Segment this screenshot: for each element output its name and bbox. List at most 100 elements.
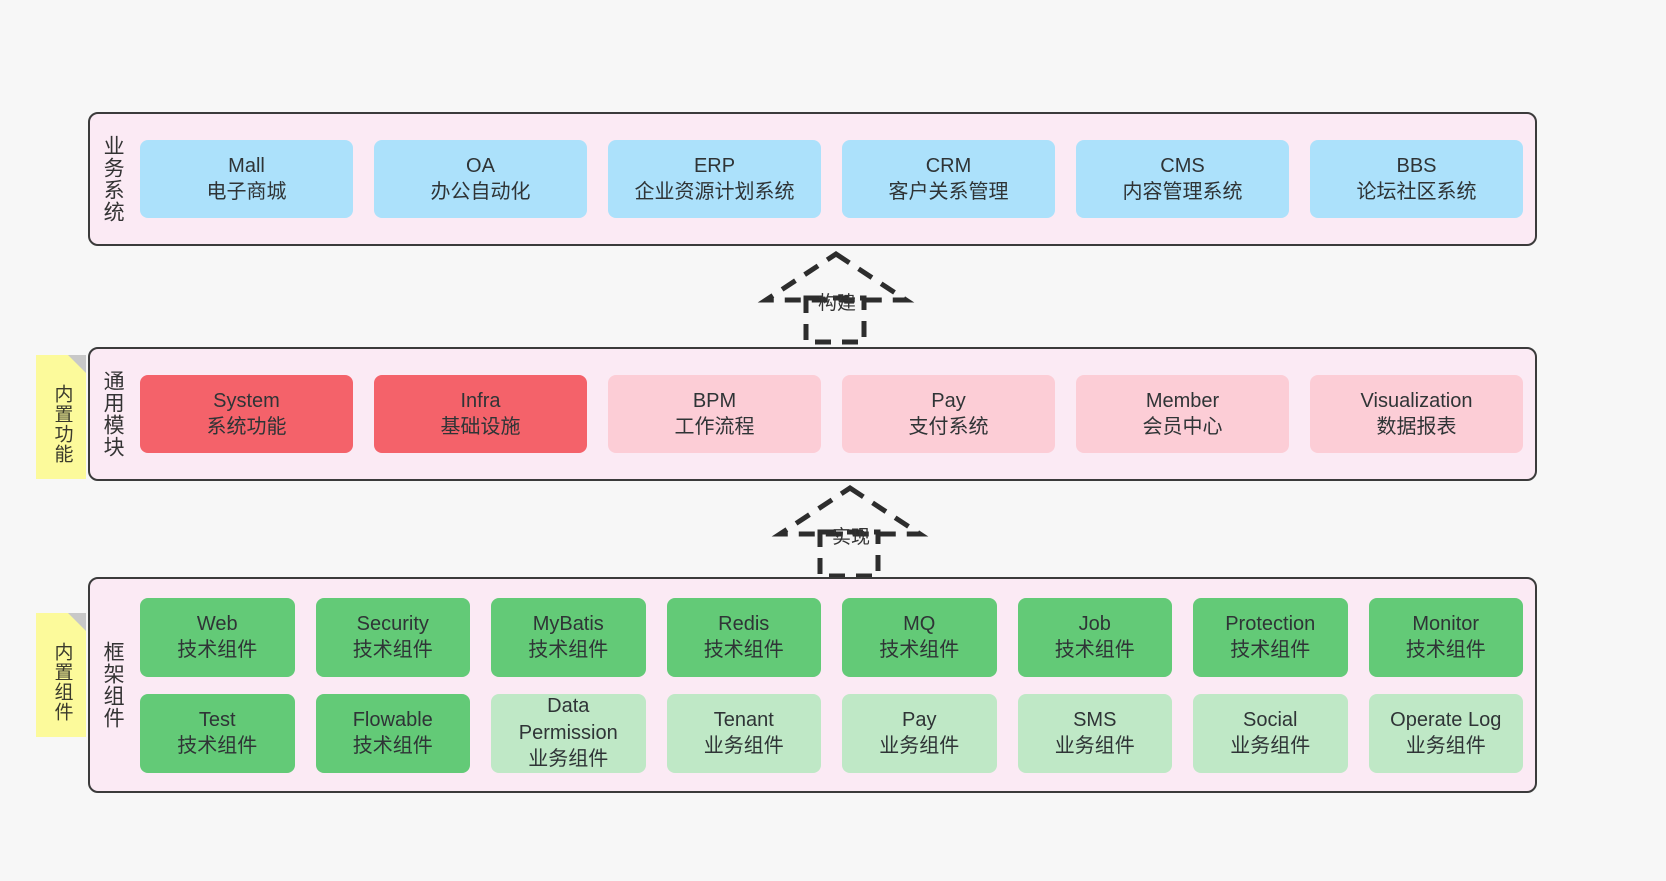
note-label: 内置功能	[51, 384, 73, 464]
card-title: System	[213, 389, 280, 412]
generalization-triangle-icon	[771, 485, 929, 537]
card-subtitle: 业务组件	[528, 748, 609, 771]
layer-common-modules: 通用模块 System 系统功能 Infra 基础设施 BPM 工作流程 Pay…	[88, 347, 1537, 481]
card-subtitle: 技术组件	[177, 735, 258, 757]
card-subtitle: 客户关系管理	[888, 181, 1009, 203]
card-subtitle: 业务组件	[1230, 735, 1311, 757]
card-oa[interactable]: OA 办公自动化	[374, 140, 587, 218]
note-built-in-components: 内置组件	[36, 613, 86, 737]
card-subtitle: 业务组件	[703, 735, 784, 757]
generalization-triangle-icon	[757, 251, 915, 303]
card-mybatis[interactable]: MyBatis 技术组件	[491, 597, 646, 677]
card-subtitle: 技术组件	[352, 639, 433, 661]
connector-stem	[817, 529, 881, 579]
card-title: MQ	[903, 612, 936, 635]
card-visualization[interactable]: Visualization 数据报表	[1310, 375, 1523, 453]
card-cms[interactable]: CMS 内容管理系统	[1076, 140, 1289, 218]
card-title: BBS	[1396, 154, 1437, 177]
card-mall[interactable]: Mall 电子商城	[140, 140, 353, 218]
card-title: Security	[356, 612, 429, 635]
card-operate-log[interactable]: Operate Log 业务组件	[1368, 693, 1523, 773]
card-title: Flowable	[352, 708, 433, 731]
card-subtitle: 内容管理系统	[1122, 181, 1243, 203]
card-title: Mall	[228, 154, 265, 177]
card-subtitle: 技术组件	[352, 735, 433, 757]
card-member[interactable]: Member 会员中心	[1076, 375, 1289, 453]
card-title: Visualization	[1360, 389, 1473, 412]
card-subtitle: 基础设施	[440, 416, 521, 438]
card-title: Social	[1243, 708, 1298, 731]
card-title: Member	[1145, 389, 1220, 412]
card-social[interactable]: Social 业务组件	[1193, 693, 1348, 773]
card-bpm[interactable]: BPM 工作流程	[608, 375, 821, 453]
card-title: OA	[466, 154, 495, 177]
card-row: Web 技术组件 Security 技术组件 MyBatis 技术组件 Redi…	[140, 597, 1523, 677]
card-title: Tenant	[713, 708, 774, 731]
layer-title-framework-components: 框架组件	[101, 641, 125, 729]
card-title: Job	[1078, 612, 1111, 635]
card-redis[interactable]: Redis 技术组件	[666, 597, 821, 677]
card-system[interactable]: System 系统功能	[140, 375, 353, 453]
connector-stem	[803, 295, 867, 345]
card-title: BPM	[692, 389, 737, 412]
card-monitor[interactable]: Monitor 技术组件	[1368, 597, 1523, 677]
note-label: 内置组件	[51, 642, 73, 722]
card-protection[interactable]: Protection 技术组件	[1193, 597, 1348, 677]
card-flowable[interactable]: Flowable 技术组件	[315, 693, 470, 773]
card-mq[interactable]: MQ 技术组件	[842, 597, 997, 677]
layer-title-common-modules: 通用模块	[101, 370, 125, 458]
card-title: Operate Log	[1390, 708, 1502, 731]
card-subtitle: 企业资源计划系统	[634, 181, 795, 203]
layer-body-common-modules: System 系统功能 Infra 基础设施 BPM 工作流程 Pay 支付系统…	[134, 349, 1535, 479]
card-job[interactable]: Job 技术组件	[1017, 597, 1172, 677]
card-subtitle: 技术组件	[879, 639, 960, 661]
card-subtitle: 技术组件	[703, 639, 784, 661]
card-erp[interactable]: ERP 企业资源计划系统	[608, 140, 821, 218]
card-title: CMS	[1160, 154, 1205, 177]
card-row: Test 技术组件 Flowable 技术组件 Data Permission …	[140, 693, 1523, 773]
card-subtitle: 技术组件	[177, 639, 258, 661]
card-title: Pay	[902, 708, 937, 731]
card-subtitle: 业务组件	[1405, 735, 1486, 757]
card-security[interactable]: Security 技术组件	[315, 597, 470, 677]
connector-build-arrow: 构建	[756, 251, 916, 345]
card-test[interactable]: Test 技术组件	[140, 693, 295, 773]
card-subtitle: 系统功能	[206, 416, 287, 438]
card-title: ERP	[693, 154, 736, 177]
card-subtitle: 工作流程	[674, 416, 755, 438]
card-title: Redis	[718, 612, 770, 635]
card-data-permission[interactable]: Data Permission 业务组件	[491, 693, 646, 773]
card-pay[interactable]: Pay 支付系统	[842, 375, 1055, 453]
card-subtitle: 技术组件	[1230, 639, 1311, 661]
card-row: System 系统功能 Infra 基础设施 BPM 工作流程 Pay 支付系统…	[140, 375, 1523, 453]
card-subtitle: 办公自动化	[430, 181, 531, 203]
card-web[interactable]: Web 技术组件	[140, 597, 295, 677]
card-tenant[interactable]: Tenant 业务组件	[666, 693, 821, 773]
card-title: Test	[198, 708, 236, 731]
card-title: Pay	[931, 389, 966, 412]
card-title: Infra	[460, 389, 501, 412]
card-title: Monitor	[1412, 612, 1480, 635]
layer-body-framework-components: Web 技术组件 Security 技术组件 MyBatis 技术组件 Redi…	[134, 579, 1535, 791]
card-title: Data Permission	[518, 695, 618, 744]
card-subtitle: 数据报表	[1376, 416, 1457, 438]
card-title: Web	[196, 612, 238, 635]
card-infra[interactable]: Infra 基础设施	[374, 375, 587, 453]
card-crm[interactable]: CRM 客户关系管理	[842, 140, 1055, 218]
card-subtitle: 会员中心	[1142, 416, 1223, 438]
card-sms[interactable]: SMS 业务组件	[1017, 693, 1172, 773]
card-title: MyBatis	[532, 612, 604, 635]
note-fold-icon	[68, 355, 86, 373]
card-title: SMS	[1073, 708, 1117, 731]
card-subtitle: 论坛社区系统	[1356, 181, 1477, 203]
card-pay-component[interactable]: Pay 业务组件	[842, 693, 997, 773]
note-fold-icon	[68, 613, 86, 631]
card-row: Mall 电子商城 OA 办公自动化 ERP 企业资源计划系统 CRM 客户关系…	[140, 140, 1523, 218]
connector-label-implement: 实现	[832, 527, 871, 548]
card-subtitle: 电子商城	[206, 181, 287, 203]
card-subtitle: 业务组件	[1054, 735, 1135, 757]
card-subtitle: 技术组件	[1405, 639, 1486, 661]
card-bbs[interactable]: BBS 论坛社区系统	[1310, 140, 1523, 218]
card-subtitle: 技术组件	[528, 639, 609, 661]
